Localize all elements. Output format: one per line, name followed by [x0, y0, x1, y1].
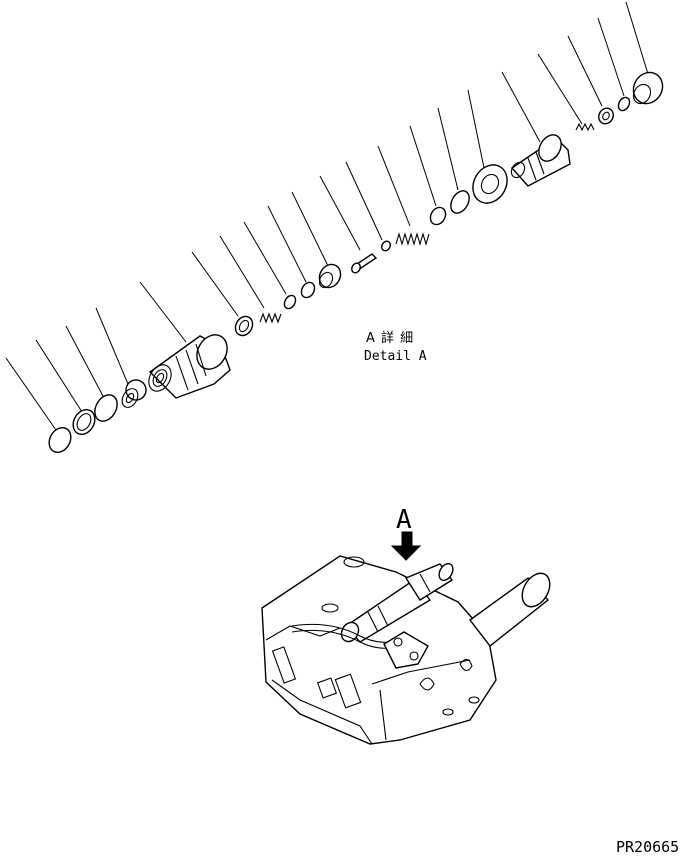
part-backup-ring: [72, 408, 96, 436]
leader-line: [625, 1, 649, 75]
leader-line: [219, 235, 265, 309]
part-nut: [472, 164, 508, 204]
part-sleeve: [318, 263, 342, 289]
leader-line: [537, 53, 583, 125]
leader-line: [95, 307, 129, 385]
part-spring-seat: [429, 206, 447, 226]
leader-line: [191, 251, 239, 317]
leader-line: [437, 107, 459, 191]
part-relief-valve-body: [148, 334, 231, 399]
pilot-line: [291, 623, 429, 669]
leader-line: [319, 175, 361, 251]
part-o-ring: [381, 240, 391, 252]
part-poppet: [234, 315, 254, 337]
part-o-ring: [94, 394, 118, 422]
detail-title: A 詳 細: [366, 330, 414, 346]
part-o-ring: [283, 294, 297, 310]
valve-housing: [261, 555, 497, 745]
part-cap-nut: [632, 71, 664, 105]
part-o-ring: [300, 281, 316, 299]
part-needle: [351, 253, 378, 274]
part-lock-nut: [598, 107, 614, 125]
view-marker-label: A: [396, 505, 412, 535]
leader-line: [467, 89, 485, 169]
leader-line: [35, 339, 83, 413]
leader-line: [597, 17, 625, 97]
leader-line: [567, 35, 603, 107]
part-o-ring: [450, 190, 470, 214]
down-arrow-icon: [390, 531, 422, 561]
leader-line: [267, 205, 307, 283]
leader-line: [291, 191, 329, 267]
part-spring: [259, 312, 282, 324]
leader-line: [501, 71, 541, 143]
leader-line: [5, 357, 57, 431]
drawing-number: PR20665: [616, 838, 679, 856]
exploded-detail-a: A 詳 細 Detail A: [5, 1, 664, 454]
part-screw: [575, 122, 595, 132]
part-o-ring: [48, 426, 72, 454]
part-spring: [395, 232, 430, 246]
detail-subtitle: Detail A: [364, 349, 427, 364]
leader-line: [377, 145, 411, 227]
part-plug: [121, 379, 147, 408]
installed-relief-valve: [340, 562, 454, 643]
leader-line: [243, 221, 287, 295]
leader-line: [139, 281, 187, 343]
leader-line: [65, 325, 105, 399]
assembly-view: A: [261, 505, 551, 745]
side-port-pipe: [469, 572, 551, 647]
part-o-ring: [617, 96, 631, 112]
leader-line: [345, 161, 383, 241]
leader-lines: [5, 1, 649, 431]
leader-line: [409, 125, 437, 207]
part-adjusting-body: [510, 134, 571, 187]
